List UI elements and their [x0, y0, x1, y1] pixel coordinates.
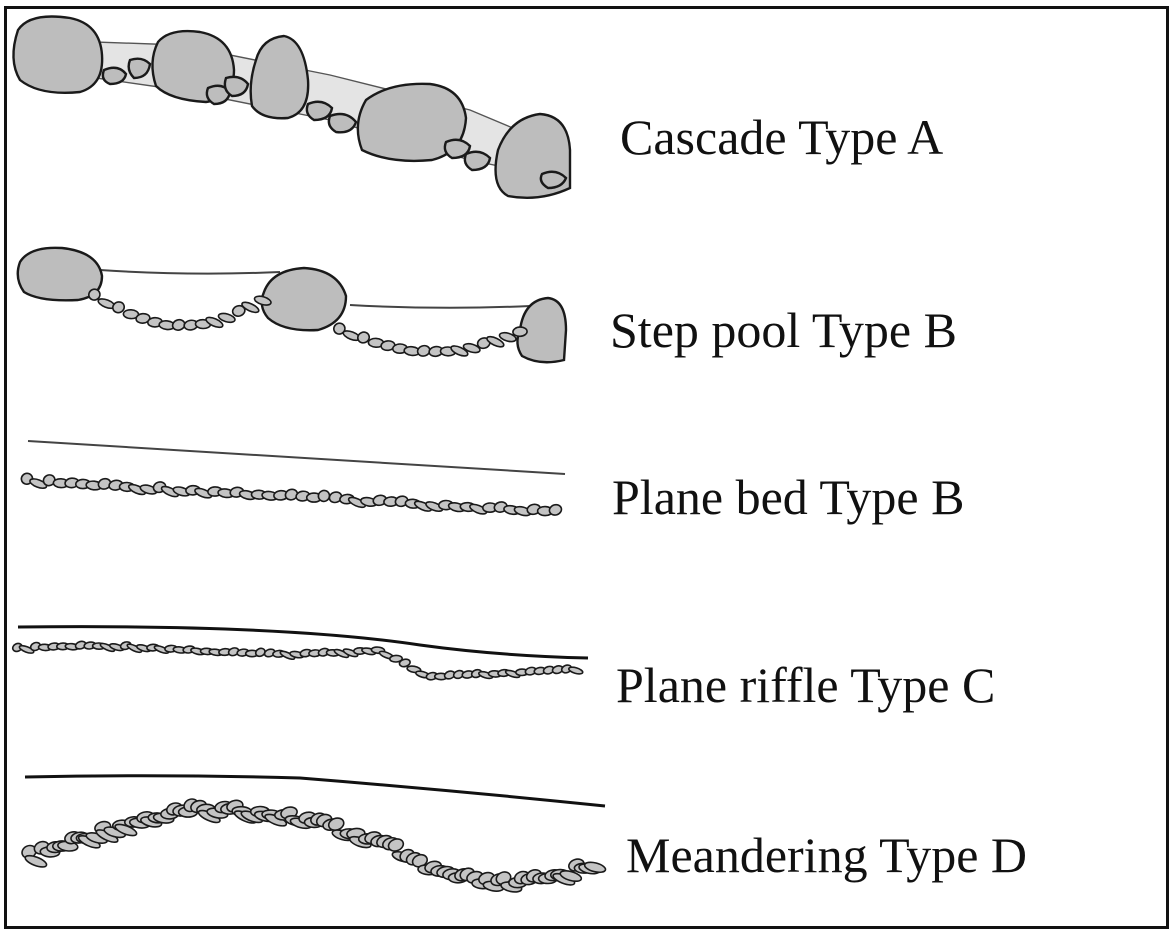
plane-bed-water-surface — [28, 441, 565, 474]
step-pool-pebble — [513, 327, 528, 337]
step-pool-water-surface — [100, 270, 280, 274]
label-plane-riffle: Plane riffle Type C — [616, 660, 995, 710]
plane-bed-stones — [20, 471, 563, 517]
plane-riffle-pebble — [568, 666, 583, 675]
meandering-stones — [20, 797, 607, 894]
label-cascade: Cascade Type A — [620, 112, 943, 162]
meandering-water-surface — [25, 776, 605, 806]
cascade-boulder — [13, 17, 102, 93]
cascade-pebble — [103, 68, 126, 84]
cascade-boulder — [251, 36, 308, 118]
plane-riffle-profile — [11, 627, 588, 681]
plane-bed-profile — [20, 441, 565, 517]
step-pool-water-surface — [350, 305, 530, 308]
label-plane-bed: Plane bed Type B — [612, 472, 964, 522]
cascade-pebble — [307, 102, 332, 120]
meandering-profile — [20, 776, 607, 894]
label-meandering: Meandering Type D — [626, 830, 1027, 880]
cascade-pebble — [225, 77, 248, 96]
cascade-profile — [13, 17, 570, 198]
cascade-pebble — [329, 114, 356, 132]
cascade-pebble — [465, 152, 490, 170]
label-step-pool: Step pool Type B — [610, 305, 957, 355]
plane-riffle-stones — [11, 640, 583, 681]
step-pool-profile — [18, 248, 566, 362]
step-pool-boulder — [262, 268, 346, 330]
